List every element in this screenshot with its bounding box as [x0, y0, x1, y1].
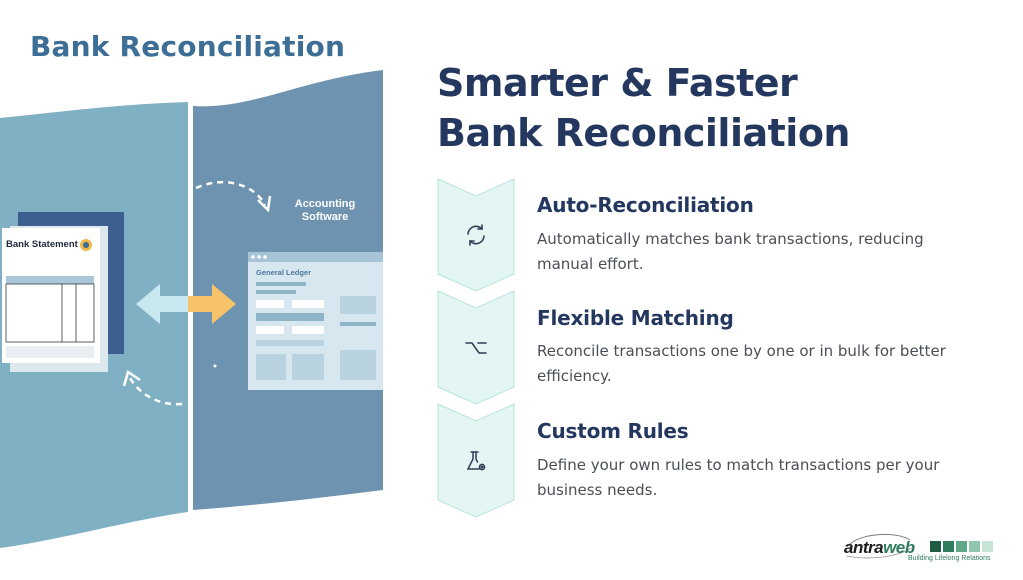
accounting-software-label: Accounting Software: [294, 198, 356, 223]
heading-line-2: Bank Reconciliation: [437, 111, 850, 155]
page-heading: Smarter & Faster Bank Reconciliation: [437, 58, 850, 158]
feature-desc-flexible-matching: Reconcile transactions one by one or in …: [537, 342, 946, 385]
antraweb-logo: antraweb Building Lifelong Relations: [844, 530, 1004, 564]
bank-reconciliation-illustration: Bank Reconciliation Bank Statement Accou…: [0, 0, 400, 576]
sync-icon: [462, 221, 490, 249]
logo-squares: [930, 541, 993, 552]
feature-desc-custom-rules: Define your own rules to match transacti…: [537, 456, 940, 499]
alt-switch-icon: [462, 334, 490, 362]
logo-wordmark: antraweb: [844, 538, 915, 558]
feature-title-custom-rules: Custom Rules: [537, 419, 689, 443]
feature-desc-auto-reconciliation: Automatically matches bank transactions,…: [537, 230, 924, 273]
logo-word-accent: web: [883, 538, 915, 557]
flask-gear-icon: [462, 447, 490, 475]
heading-line-1: Smarter & Faster: [437, 61, 798, 105]
illustration-graphic: [0, 70, 383, 548]
general-ledger-label: General Ledger: [256, 268, 312, 277]
bank-statement-label: Bank Statement: [6, 239, 78, 250]
feature-title-auto-reconciliation: Auto-Reconciliation: [537, 193, 754, 217]
logo-tagline: Building Lifelong Relations: [908, 555, 991, 562]
logo-swoosh: [845, 533, 913, 559]
feature-title-flexible-matching: Flexible Matching: [537, 306, 734, 330]
illustration-title: Bank Reconciliation: [30, 30, 346, 63]
logo-word-main: antra: [844, 538, 884, 557]
